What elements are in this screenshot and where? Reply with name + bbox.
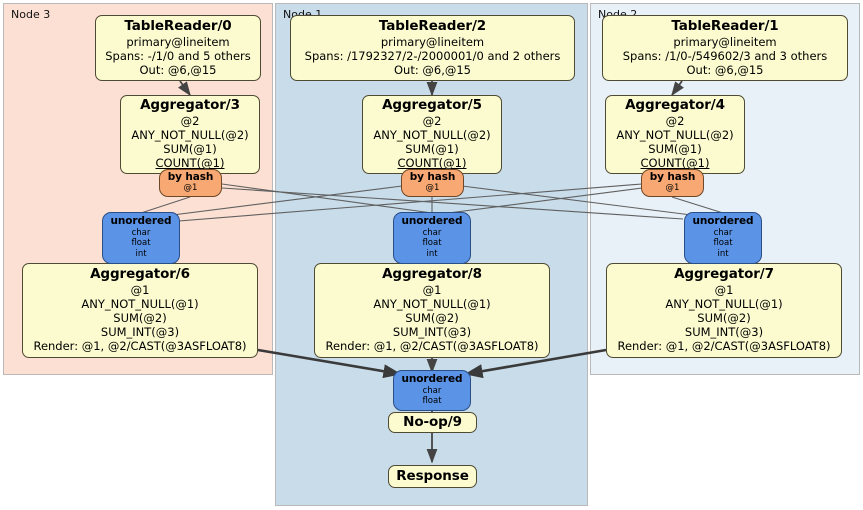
cluster-label-node1: Node 1 <box>283 9 322 20</box>
node-router-by-hash-left[interactable]: by hash @1 <box>159 169 222 197</box>
node-title: unordered <box>692 215 754 228</box>
node-detail-line: SUM_INT(@3) <box>392 325 472 340</box>
node-detail-line: primary@lineitem <box>126 34 230 49</box>
node-detail-line: Out: @6,@15 <box>139 62 217 77</box>
node-detail-line: float <box>422 396 442 407</box>
node-aggregator-3[interactable]: Aggregator/3 @2 ANY_NOT_NULL(@2) SUM(@1)… <box>120 95 260 174</box>
node-detail-line: @1 <box>183 183 198 194</box>
node-title: unordered <box>401 215 463 228</box>
node-aggregator-5[interactable]: Aggregator/5 @2 ANY_NOT_NULL(@2) SUM(@1)… <box>362 95 502 174</box>
node-detail-line: @2 <box>422 113 442 128</box>
node-detail-line: @1 <box>422 282 442 297</box>
node-title: Aggregator/7 <box>674 266 774 283</box>
node-detail-line: COUNT(@1) <box>640 156 710 171</box>
node-stream-unordered-final[interactable]: unordered char float <box>393 370 471 411</box>
node-title: TableReader/2 <box>378 18 487 35</box>
node-detail-line: Render: @1, @2/CAST(@3ASFLOAT8) <box>617 339 831 354</box>
node-detail-line: int <box>717 249 729 260</box>
node-detail-line: ANY_NOT_NULL(@2) <box>373 128 491 143</box>
node-detail-line: SUM_INT(@3) <box>684 325 764 340</box>
node-title: Aggregator/5 <box>382 97 482 114</box>
node-table-reader-0[interactable]: TableReader/0 primary@lineitem Spans: -/… <box>95 15 261 81</box>
node-stream-unordered-left[interactable]: unordered char float int <box>102 212 180 264</box>
node-detail-line: primary@lineitem <box>380 34 485 49</box>
node-detail-line: float <box>131 238 151 249</box>
node-detail-line: SUM(@1) <box>405 142 459 157</box>
node-detail-line: char <box>422 227 442 238</box>
node-router-by-hash-center[interactable]: by hash @1 <box>401 169 464 197</box>
node-detail-line: SUM(@2) <box>113 311 167 326</box>
node-title: Aggregator/6 <box>90 266 190 283</box>
node-stream-unordered-center[interactable]: unordered char float int <box>393 212 471 264</box>
node-title: Aggregator/4 <box>625 97 725 114</box>
node-detail-line: SUM_INT(@3) <box>100 325 180 340</box>
node-detail-line: ANY_NOT_NULL(@2) <box>616 128 734 143</box>
node-aggregator-7[interactable]: Aggregator/7 @1 ANY_NOT_NULL(@1) SUM(@2)… <box>606 263 842 358</box>
node-detail-line: @2 <box>180 113 200 128</box>
node-detail-line: Out: @6,@15 <box>394 62 471 77</box>
node-detail-line: Spans: -/1/0 and 5 others <box>105 48 251 63</box>
node-detail-line: SUM(@2) <box>697 311 751 326</box>
node-detail-line: float <box>713 238 733 249</box>
node-detail-line: @1 <box>714 282 734 297</box>
node-aggregator-6[interactable]: Aggregator/6 @1 ANY_NOT_NULL(@1) SUM(@2)… <box>22 263 258 358</box>
node-stream-unordered-right[interactable]: unordered char float int <box>684 212 762 264</box>
node-detail-line: Out: @6,@15 <box>686 62 764 77</box>
node-title: TableReader/0 <box>124 18 232 35</box>
node-aggregator-8[interactable]: Aggregator/8 @1 ANY_NOT_NULL(@1) SUM(@2)… <box>314 263 550 358</box>
node-title: Response <box>396 467 469 484</box>
node-detail-line: int <box>135 249 147 260</box>
node-detail-line: @1 <box>425 183 440 194</box>
node-detail-line: ANY_NOT_NULL(@1) <box>665 297 783 312</box>
node-detail-line: Spans: /1792327/2-/2000001/0 and 2 other… <box>304 48 561 63</box>
node-detail-line: ANY_NOT_NULL(@1) <box>81 297 199 312</box>
node-noop-9[interactable]: No-op/9 <box>388 412 477 433</box>
node-detail-line: @1 <box>665 183 680 194</box>
node-title: Aggregator/3 <box>140 97 240 114</box>
node-detail-line: COUNT(@1) <box>397 156 467 171</box>
node-detail-line: COUNT(@1) <box>155 156 225 171</box>
cluster-label-node2: Node 2 <box>598 9 637 20</box>
node-title: TableReader/1 <box>671 18 779 35</box>
node-detail-line: char <box>422 385 442 396</box>
node-detail-line: char <box>713 227 733 238</box>
node-router-by-hash-right[interactable]: by hash @1 <box>641 169 704 197</box>
node-detail-line: ANY_NOT_NULL(@2) <box>131 128 249 143</box>
node-title: unordered <box>110 215 172 228</box>
node-aggregator-4[interactable]: Aggregator/4 @2 ANY_NOT_NULL(@2) SUM(@1)… <box>605 95 745 174</box>
node-title: by hash <box>649 170 696 183</box>
node-title: by hash <box>409 170 456 183</box>
node-detail-line: char <box>131 227 151 238</box>
node-detail-line: SUM(@1) <box>648 142 702 157</box>
node-detail-line: primary@lineitem <box>673 34 777 49</box>
node-detail-line: SUM(@2) <box>405 311 459 326</box>
node-detail-line: Spans: /1/0-/549602/3 and 3 others <box>622 48 828 63</box>
node-detail-line: ANY_NOT_NULL(@1) <box>373 297 491 312</box>
node-detail-line: int <box>426 249 438 260</box>
node-response[interactable]: Response <box>388 465 477 488</box>
node-detail-line: @2 <box>665 113 685 128</box>
node-detail-line: @1 <box>130 282 150 297</box>
node-title: Aggregator/8 <box>382 266 482 283</box>
node-detail-line: float <box>422 238 442 249</box>
node-table-reader-2[interactable]: TableReader/2 primary@lineitem Spans: /1… <box>290 15 575 81</box>
node-title: No-op/9 <box>403 413 462 430</box>
node-title: by hash <box>167 170 214 183</box>
cluster-label-node3: Node 3 <box>11 8 51 21</box>
node-detail-line: SUM(@1) <box>163 142 217 157</box>
node-table-reader-1[interactable]: TableReader/1 primary@lineitem Spans: /1… <box>602 15 848 81</box>
node-detail-line: Render: @1, @2/CAST(@3ASFLOAT8) <box>325 339 539 354</box>
node-title: unordered <box>401 373 463 386</box>
node-detail-line: Render: @1, @2/CAST(@3ASFLOAT8) <box>33 339 247 354</box>
